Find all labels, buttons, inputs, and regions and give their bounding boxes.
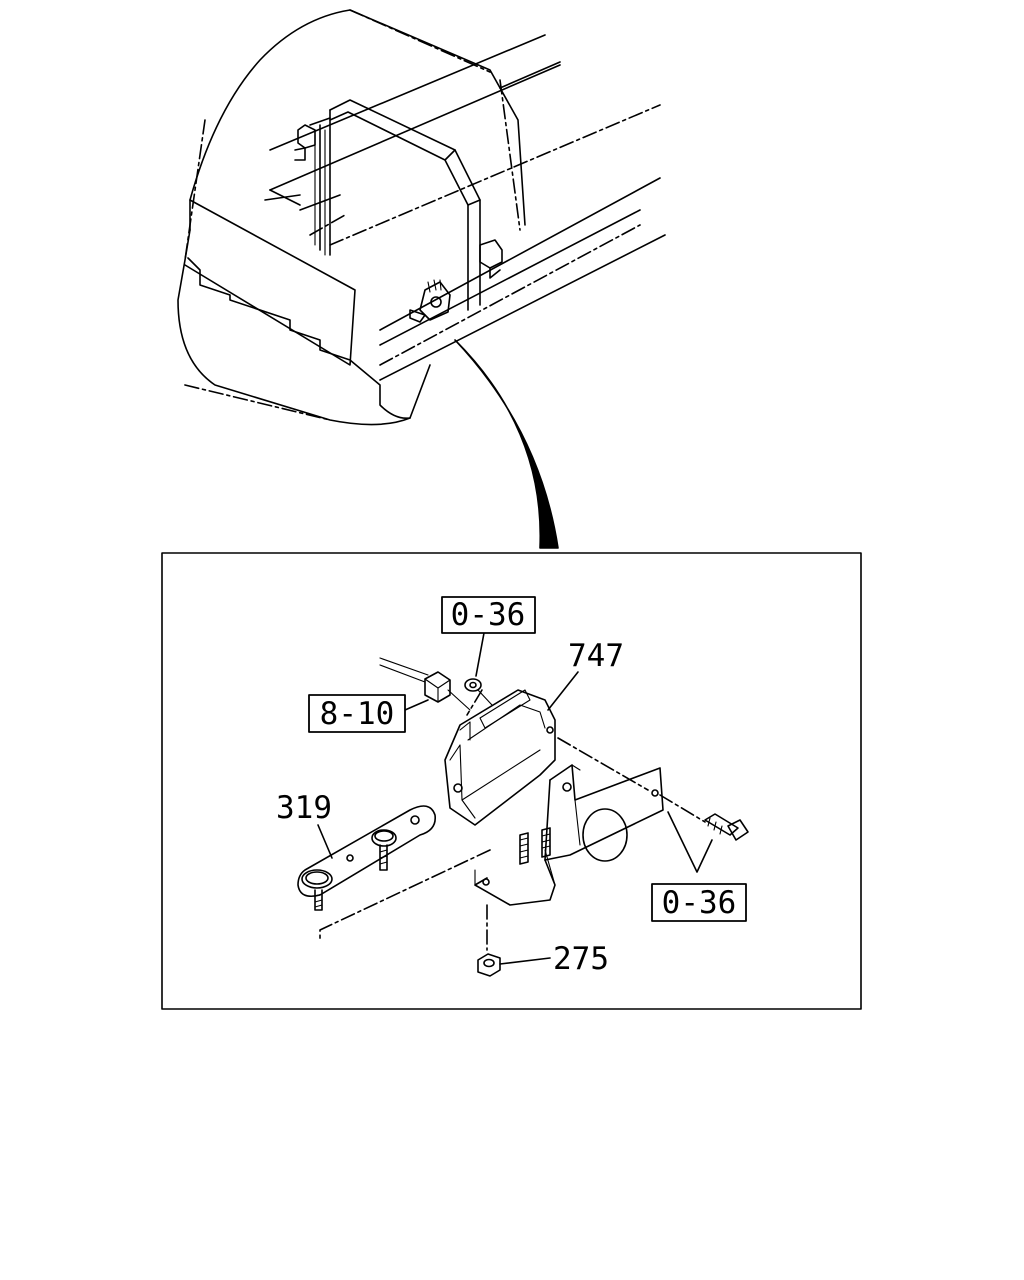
part-number-275: 275 <box>553 941 609 977</box>
ref-label-top: 0-36 <box>451 597 526 633</box>
part-number-747: 747 <box>568 638 624 674</box>
ref-label-left: 8-10 <box>320 696 395 732</box>
ref-label-right: 0-36 <box>662 885 737 921</box>
detail-view <box>297 632 749 977</box>
ref-box-left <box>308 694 406 733</box>
cab-overview <box>177 9 666 549</box>
ref-box-top <box>441 596 536 634</box>
part-number-319: 319 <box>276 790 332 826</box>
ref-box-right <box>651 883 747 922</box>
detail-frame <box>161 552 862 1010</box>
